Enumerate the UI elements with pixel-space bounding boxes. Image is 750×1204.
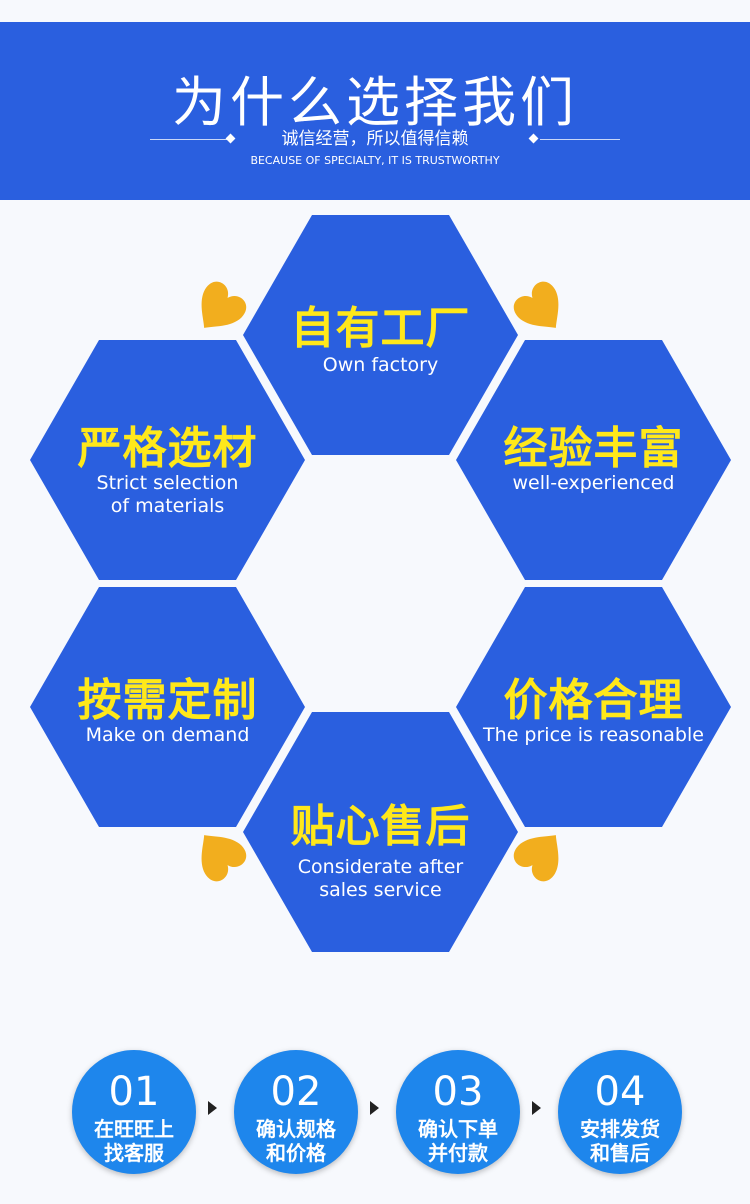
header-banner — [0, 22, 750, 200]
heart-icon — [513, 281, 559, 328]
feature-title-strict-selection: 严格选材 — [77, 423, 258, 474]
right-divider — [540, 139, 620, 140]
hexagon-after-sales — [243, 712, 518, 952]
step-label: 确认下单 并付款 — [418, 1117, 498, 1165]
step-4: 04 安排发货 和售后 — [558, 1050, 682, 1174]
hexagon-own-factory — [243, 215, 518, 455]
step-number: 03 — [432, 1069, 484, 1115]
feature-subtitle-reasonable-price: The price is reasonable — [483, 724, 704, 746]
feature-title-own-factory: 自有工厂 — [290, 303, 471, 354]
feature-title-on-demand: 按需定制 — [77, 675, 258, 726]
page-subtitle-en: BECAUSE OF SPECIALTY, IT IS TRUSTWORTHY — [250, 154, 500, 167]
feature-title-experienced: 经验丰富 — [503, 423, 684, 474]
step-3: 03 确认下单 并付款 — [396, 1050, 520, 1174]
hexagon-on-demand — [30, 587, 305, 827]
arrow-right-icon — [370, 1101, 379, 1115]
feature-subtitle-own-factory: Own factory — [322, 354, 439, 376]
arrow-right-icon — [208, 1101, 217, 1115]
heart-icon — [201, 835, 247, 882]
heart-icon — [513, 835, 559, 882]
step-number: 02 — [270, 1069, 322, 1115]
hexagon-experienced — [456, 340, 731, 580]
arrow-right-icon — [532, 1101, 541, 1115]
step-label: 安排发货 和售后 — [580, 1117, 660, 1165]
heart-icon — [201, 281, 247, 328]
feature-subtitle-strict-selection: Strict selection of materials — [96, 472, 239, 517]
step-2: 02 确认规格 和价格 — [234, 1050, 358, 1174]
step-label: 确认规格 和价格 — [256, 1117, 336, 1165]
step-number: 01 — [108, 1069, 160, 1115]
feature-subtitle-experienced: well-experienced — [512, 472, 675, 494]
page-title: 为什么选择我们 — [172, 71, 578, 134]
feature-title-reasonable-price: 价格合理 — [503, 675, 684, 726]
page-subtitle: 诚信经营，所以值得信赖 — [281, 129, 469, 149]
feature-subtitle-on-demand: Make on demand — [85, 724, 250, 746]
hexagon-strict-selection — [30, 340, 305, 580]
feature-title-after-sales: 贴心售后 — [290, 801, 471, 852]
left-divider — [150, 139, 230, 140]
step-label: 在旺旺上 找客服 — [94, 1117, 174, 1165]
feature-subtitle-after-sales: Considerate after sales service — [297, 856, 464, 901]
step-1: 01 在旺旺上 找客服 — [72, 1050, 196, 1174]
step-number: 04 — [594, 1069, 646, 1115]
hexagon-reasonable-price — [456, 587, 731, 827]
